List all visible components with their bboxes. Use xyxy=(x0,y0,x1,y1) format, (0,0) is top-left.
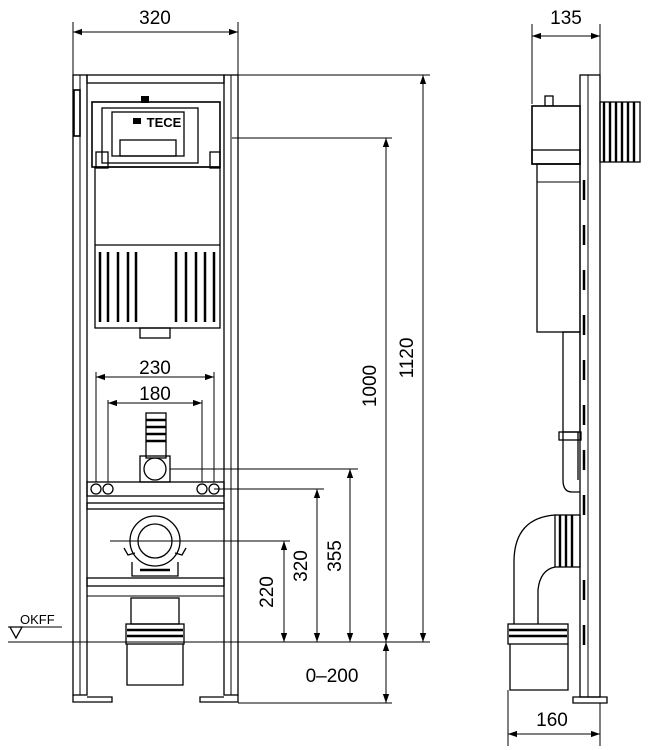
side-dimensions: 135 160 xyxy=(507,8,601,746)
brand-label: TECE xyxy=(147,115,182,130)
rear-connection xyxy=(599,101,641,163)
overall-height-label: 1120 xyxy=(397,338,418,379)
inner-spacing-label: 180 xyxy=(139,384,171,405)
adjust-range-label: 0–200 xyxy=(306,666,359,687)
top-rail xyxy=(86,74,225,84)
flush-pipe xyxy=(139,412,171,483)
fixing-hole xyxy=(102,483,114,495)
width-dimension-label: 320 xyxy=(139,8,171,29)
outlet-height-label: 320 xyxy=(291,550,312,582)
cistern-ribs xyxy=(98,252,216,322)
side-depth-label: 135 xyxy=(550,8,582,29)
fixing-height-label: 355 xyxy=(325,540,346,572)
side-outlet-bend xyxy=(513,431,582,624)
side-cistern xyxy=(531,95,581,433)
floor-level-label: OKFF xyxy=(20,612,55,627)
fixing-hole xyxy=(196,483,208,495)
front-view: TECE xyxy=(72,74,239,703)
drain-pipe xyxy=(125,597,185,686)
side-drain-pipe xyxy=(507,623,569,691)
outlet-bend xyxy=(123,515,187,577)
inlet-height-label: 220 xyxy=(257,576,278,608)
bottom-depth-label: 160 xyxy=(536,710,568,731)
cistern-height-label: 1000 xyxy=(360,365,381,407)
outer-spacing-label: 230 xyxy=(139,358,171,379)
cistern-body xyxy=(94,166,221,329)
side-view xyxy=(507,74,641,704)
fixing-hole xyxy=(90,483,102,495)
side-frame-post xyxy=(579,74,601,698)
bottom-rail xyxy=(86,577,225,587)
left-foot xyxy=(72,695,113,703)
front-dimensions: 320 230 180 1120 1000 355 320 220 xyxy=(8,8,430,704)
flush-box: TECE xyxy=(91,96,221,169)
right-foot xyxy=(199,695,239,703)
floor-level-marker: OKFF xyxy=(8,612,62,640)
